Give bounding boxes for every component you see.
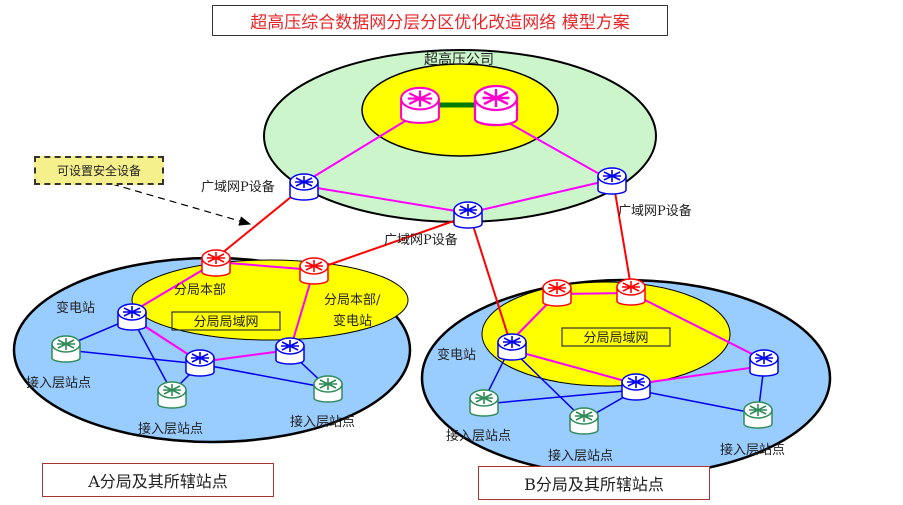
b-access-label-2: 接入层站点 <box>548 448 613 464</box>
branch-a-caption: A分局及其所辖站点 <box>42 463 274 497</box>
a-access-router-3-icon <box>313 375 343 403</box>
links <box>65 102 765 421</box>
core-lan-region <box>361 63 559 157</box>
link-p-left-mid <box>304 185 469 214</box>
a-hq-router-icon <box>201 249 231 277</box>
branch-a-lan-region <box>131 259 409 341</box>
a-link <box>131 317 173 393</box>
link-p-mid-right <box>467 179 611 214</box>
a-substation-router-icon <box>117 303 147 331</box>
a-access-label-2: 接入层站点 <box>138 421 203 437</box>
a-link <box>215 261 315 271</box>
a-access-label-1: 接入层站点 <box>26 375 91 391</box>
wan-p-label-mid: 广域网P设备 <box>384 232 458 248</box>
b-access-label-3: 接入层站点 <box>720 442 785 458</box>
a-substation-router-2-icon <box>185 349 215 377</box>
a-substation-router-3-icon <box>275 337 305 365</box>
b-substation-router-icon <box>497 333 527 361</box>
b-access-label-1: 接入层站点 <box>446 428 511 444</box>
b-lan-label: 分局局域网 <box>583 331 648 346</box>
wan-link-p-mid-b-sub <box>469 215 511 343</box>
core-router-2-icon <box>473 84 519 127</box>
b-link <box>483 389 637 405</box>
a-access-label-3: 接入层站点 <box>290 414 355 430</box>
a-link <box>199 363 329 389</box>
a-hq-label: 分局本部 <box>174 283 226 298</box>
a-link <box>199 349 291 363</box>
a-hq-sub-router-icon <box>299 257 329 285</box>
b-substation-router-2-icon <box>621 373 651 401</box>
b-link <box>511 349 637 385</box>
wan-p-label-left: 广域网P设备 <box>201 179 275 195</box>
a-access-router-2-icon <box>157 381 187 409</box>
wan-p-router-mid-icon <box>453 201 483 229</box>
wan-p-label-right: 广域网P设备 <box>618 203 692 219</box>
security-device-note: 可设置安全设备 <box>34 156 164 185</box>
b-substation-router-3-icon <box>749 349 779 377</box>
wan-link-p-mid-a-hq2 <box>313 215 469 271</box>
a-hq-sub-label-2: 变电站 <box>333 313 372 329</box>
link-core-left-p <box>304 117 411 183</box>
wan-link-p-left-a-hq <box>215 187 303 259</box>
b-access-router-3-icon <box>743 401 773 429</box>
a-hq-sub-label-1: 分局本部/ <box>324 293 381 308</box>
core-company-label: 超高压公司 <box>424 51 494 68</box>
wan-link-p-right-b-hq <box>613 185 632 288</box>
b-access-router-2-icon <box>569 407 599 435</box>
b-link <box>635 365 765 385</box>
b-link <box>630 292 765 361</box>
a-lan-label-box <box>171 311 281 331</box>
b-access-router-1-icon <box>469 389 499 417</box>
b-substation-label: 变电站 <box>437 347 476 363</box>
b-link <box>635 389 759 415</box>
core-router-1-icon <box>400 86 440 124</box>
b-hq-router-2-icon <box>616 278 646 306</box>
a-substation-label: 变电站 <box>56 300 95 316</box>
wan-p-router-right-icon <box>597 167 627 195</box>
b-link <box>509 347 585 421</box>
branch-b-caption: B分局及其所辖站点 <box>478 466 710 500</box>
b-lan-label-box <box>561 327 671 347</box>
a-access-router-1-icon <box>51 335 81 363</box>
b-hq-router-1-icon <box>542 279 572 307</box>
diagram-title: 超高压综合数据网分层分区优化改造网络 模型方案 <box>212 5 668 36</box>
link-core-right-p <box>499 117 611 181</box>
routers <box>51 84 779 435</box>
a-link <box>65 349 201 365</box>
a-lan-label: 分局局域网 <box>193 315 258 330</box>
wan-p-router-left-icon <box>289 173 319 201</box>
